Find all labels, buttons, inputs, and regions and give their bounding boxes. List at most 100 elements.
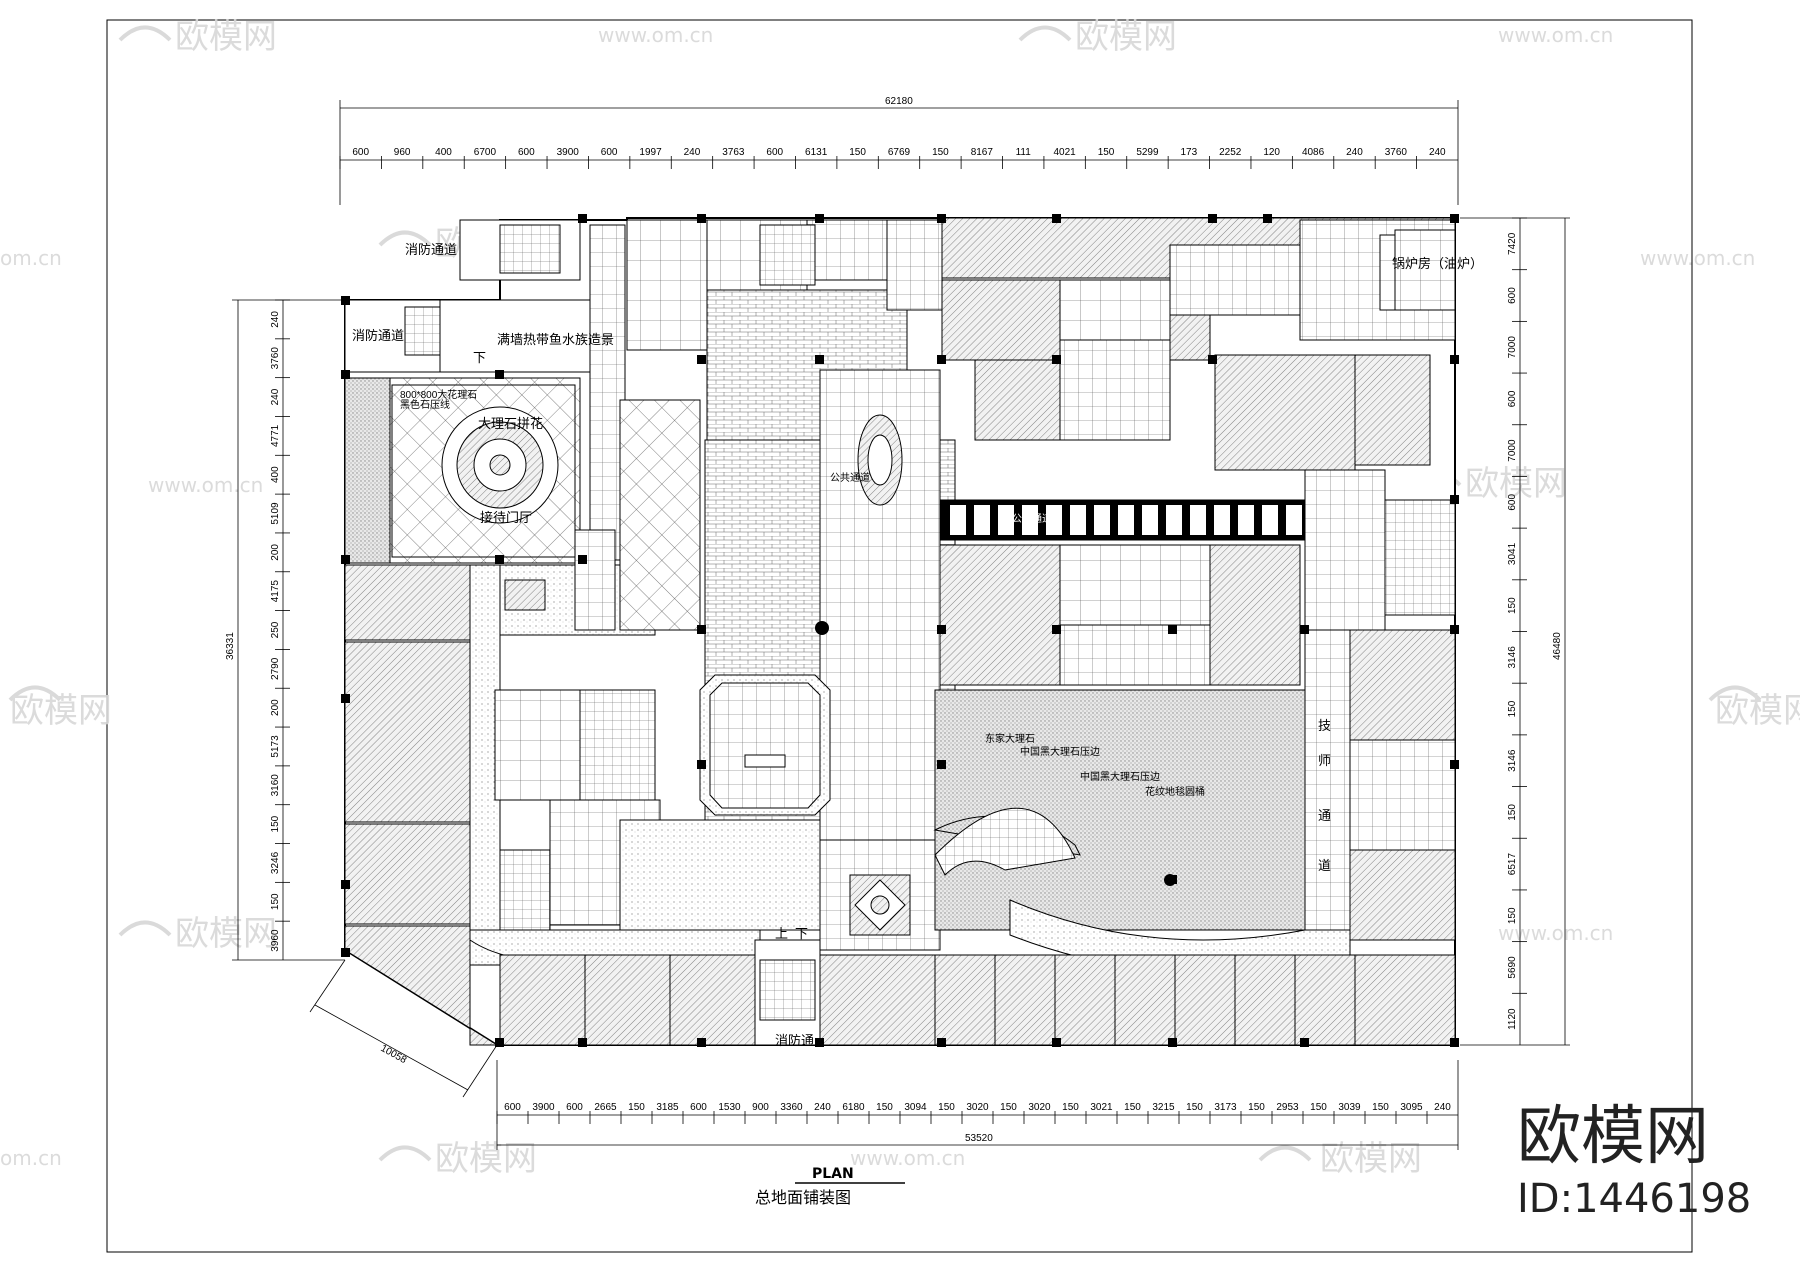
label-feature-wall: 满墙热带鱼水族造景 xyxy=(497,332,614,348)
bottom-shop-6 xyxy=(994,954,1056,1046)
bottom-shop-8 xyxy=(1114,954,1176,1046)
brand-logo-text: 欧模网 xyxy=(1517,1100,1709,1174)
dimension-label: 120 xyxy=(1263,147,1280,158)
plan-label: PLAN xyxy=(812,1166,854,1182)
dimension-label: 6769 xyxy=(888,147,911,158)
left-shop-3 xyxy=(344,823,471,925)
spiral-stair xyxy=(934,807,1076,876)
dimension-label: 600 xyxy=(504,1102,521,1113)
dimension-label: 3215 xyxy=(1152,1102,1175,1113)
watermark-layer: 欧模网 欧模网 欧模网 欧模网 欧模网 欧模网 欧模网 欧模网 欧模网 欧模网 … xyxy=(0,17,1800,1179)
dim-left-total: 36331 xyxy=(225,632,236,660)
dimension-label: 150 xyxy=(628,1102,645,1113)
bottom-shop-11 xyxy=(1294,954,1356,1046)
dimension-label: 150 xyxy=(938,1102,955,1113)
left-corridor xyxy=(469,564,501,966)
watermark-brand-text: 欧模网 xyxy=(175,914,277,954)
mid-grid-b xyxy=(1059,624,1211,686)
dimension-label: 150 xyxy=(1248,1102,1265,1113)
watermark-brand-text: 欧模网 xyxy=(175,17,277,57)
dimension-label: 2953 xyxy=(1276,1102,1299,1113)
dimension-label: 400 xyxy=(435,147,452,158)
dim-bottom-total: 53520 xyxy=(965,1133,993,1144)
watermark-brand-text: 欧模网 xyxy=(1320,1139,1422,1179)
label-tech-corridor-4: 道 xyxy=(1318,859,1331,874)
dimension-label: 4021 xyxy=(1054,147,1077,158)
dimension-label: 600 xyxy=(566,1102,583,1113)
dimension-label: 5109 xyxy=(270,502,281,525)
label-fire-exit-upper: 消防通道 xyxy=(405,242,457,258)
dimension-label: 150 xyxy=(1098,147,1115,158)
dimension-label: 8167 xyxy=(971,147,994,158)
label-hall-note-2: 中国黑大理石压边 xyxy=(1080,770,1160,783)
upper-grid-d xyxy=(886,219,943,311)
octagon-pool-inner xyxy=(709,682,821,809)
bottom-shop-3 xyxy=(669,954,756,1046)
upper-grid-a xyxy=(626,219,708,351)
dimension-label: 600 xyxy=(601,147,618,158)
dimension-label: 150 xyxy=(1124,1102,1141,1113)
medallion-inner xyxy=(867,434,893,486)
dimension-label: 3185 xyxy=(656,1102,679,1113)
watermark-url-text: www.om.cn xyxy=(148,473,263,497)
bottom-shop-2 xyxy=(584,954,671,1046)
dim-right-total: 46480 xyxy=(1552,632,1563,660)
watermark-brand-text: 欧模网 xyxy=(435,1139,537,1179)
stair-upper xyxy=(499,224,561,274)
label-marble-inlay: 大理石拼花 xyxy=(478,416,543,432)
mid-hatch-a xyxy=(939,544,1061,686)
dimension-label: 600 xyxy=(352,147,369,158)
dimension-label: 900 xyxy=(752,1102,769,1113)
dimension-label: 600 xyxy=(518,147,535,158)
bottom-shop-9 xyxy=(1174,954,1236,1046)
bottom-shop-12 xyxy=(1354,954,1456,1046)
desk-mat xyxy=(504,579,546,611)
bottom-shop-10 xyxy=(1234,954,1296,1046)
watermark-url-text: www.om.cn xyxy=(1498,23,1613,47)
label-stair-up: 上 xyxy=(775,927,788,942)
dimension-label: 4175 xyxy=(270,580,281,603)
dimension-label: 173 xyxy=(1181,147,1198,158)
pool-feature xyxy=(744,754,786,768)
watermark-url-text: www.om.cn xyxy=(598,23,713,47)
dimension-label: 5299 xyxy=(1136,147,1159,158)
structural-columns xyxy=(341,214,1459,1047)
dimension-label: 600 xyxy=(1507,287,1518,304)
dimension-label: 150 xyxy=(876,1102,893,1113)
stair-mid xyxy=(579,689,656,801)
label-marble-note: 800*800大花理石 xyxy=(400,388,477,401)
entry-inlay-circle xyxy=(870,895,890,915)
label-hall-note-1: 中国黑大理石压边 xyxy=(1020,745,1100,758)
dimension-label: 3760 xyxy=(270,347,281,370)
main-title: 总地面铺装图 xyxy=(755,1188,851,1207)
dim-top-total: 62180 xyxy=(885,96,913,107)
dimension-label: 7000 xyxy=(1507,336,1518,359)
label-hall-note-3: 花纹地毯圆桶 xyxy=(1145,785,1205,798)
dimension-label: 150 xyxy=(270,815,281,832)
dimension-lines xyxy=(232,100,1570,1150)
dimension-label: 3146 xyxy=(1507,646,1518,669)
label-stair-down: 下 xyxy=(473,351,486,366)
dimension-label: 1120 xyxy=(1507,1008,1518,1030)
dimension-label: 3021 xyxy=(1090,1102,1113,1113)
room-hatch-2 xyxy=(974,359,1061,441)
dimension-label: 240 xyxy=(814,1102,831,1113)
label-hall-note-4: 东家大理石 xyxy=(985,732,1035,745)
mid-hatch-b xyxy=(1209,544,1301,686)
dimension-label: 150 xyxy=(1507,907,1518,924)
dimension-label: 7420 xyxy=(1507,232,1518,255)
aquarium-wall-room xyxy=(439,299,591,373)
left-shop-1 xyxy=(344,564,471,641)
dimension-label: 150 xyxy=(932,147,949,158)
dimension-label: 2790 xyxy=(270,657,281,680)
dimension-label: 150 xyxy=(1186,1102,1203,1113)
dimension-label: 600 xyxy=(690,1102,707,1113)
watermark-url-text: www.om.cn xyxy=(1498,921,1613,945)
dimension-label: 3146 xyxy=(1507,749,1518,772)
dimension-label: 240 xyxy=(684,147,701,158)
main-hall-carpet xyxy=(934,689,1306,931)
right-room-2 xyxy=(1349,739,1456,851)
label-boiler-room: 锅炉房（油炉） xyxy=(1392,256,1483,272)
room-hatch-1 xyxy=(941,279,1063,361)
